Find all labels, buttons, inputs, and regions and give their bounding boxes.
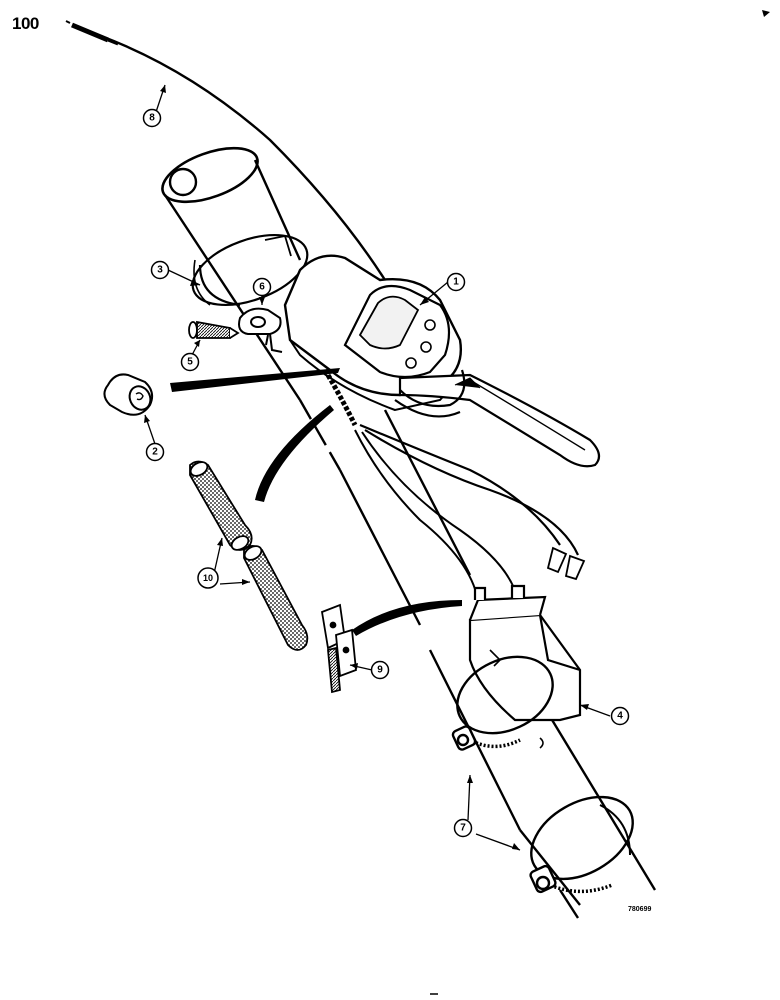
switch-mount-ring: [394, 369, 466, 418]
retaining-clip: [238, 307, 283, 353]
callout-2: 2: [152, 447, 158, 458]
callout-5: 5: [187, 357, 193, 368]
wire-harness: [322, 368, 586, 601]
terminal-plates: [320, 603, 357, 694]
corner-mark: [762, 10, 770, 17]
hose-clamp-upper: [451, 649, 554, 751]
callout-10: 10: [203, 573, 213, 583]
signal-lever: [398, 373, 601, 468]
callout-bubbles: [142, 108, 630, 838]
bulb: [103, 373, 154, 416]
callout-1: 1: [453, 277, 459, 288]
page-number: 100: [12, 14, 39, 33]
callout-8: 8: [149, 113, 155, 124]
callout-9: 9: [377, 665, 383, 676]
insulating-sleeves: [189, 460, 309, 651]
flasher-unit: [468, 584, 582, 722]
figure-code: 780699: [628, 906, 652, 913]
hose-clamp-lower: [529, 795, 634, 894]
callout-6: 6: [259, 282, 265, 293]
callout-3: 3: [157, 265, 163, 276]
callout-arrowheads: [144, 85, 589, 850]
screw: [188, 320, 240, 339]
callout-4: 4: [617, 711, 623, 722]
steering-column-tube: [161, 146, 657, 919]
control-cable: [65, 20, 387, 281]
callout-7: 7: [460, 823, 466, 834]
turn-signal-switch: [283, 254, 463, 412]
exploded-view-pointers: [170, 368, 462, 636]
